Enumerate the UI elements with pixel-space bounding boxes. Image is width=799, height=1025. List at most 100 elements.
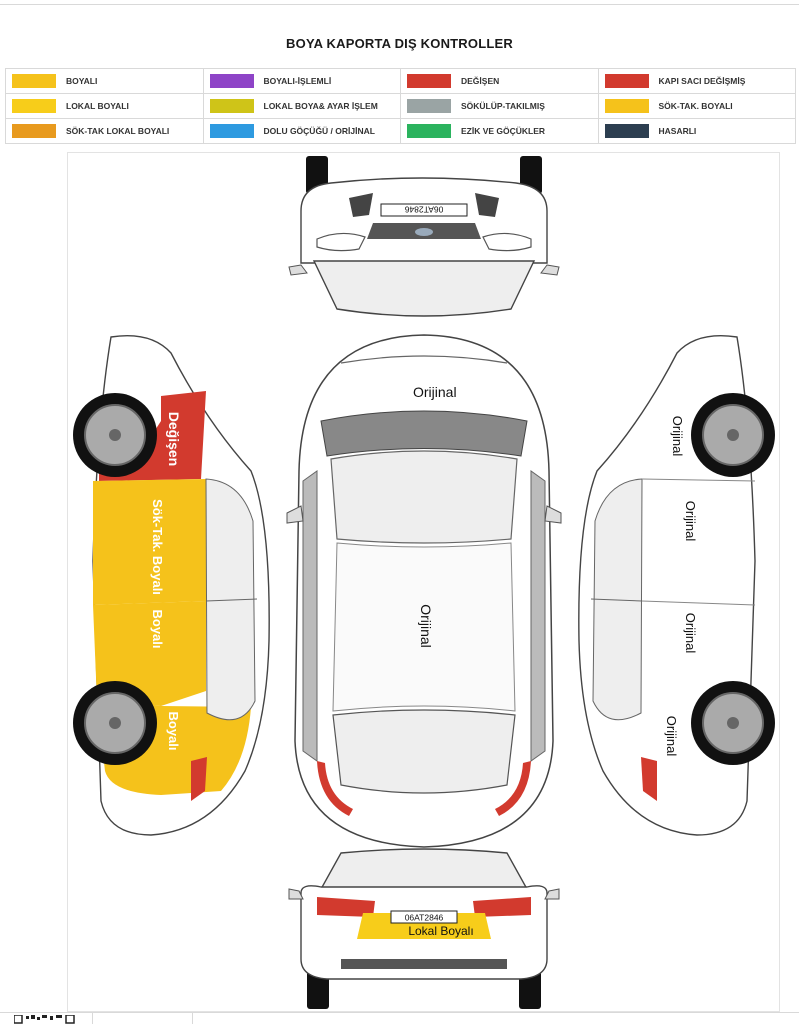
right-rear-hub [727,717,739,729]
legend-item: EZİK VE GÖÇÜKLER [400,118,599,144]
left-rear-door-panel [93,601,206,706]
legend-item: LOKAL BOYALI [5,93,204,119]
left-rear-fender-annotation: Boyalı [166,711,181,750]
right-front-fender-annotation: Orijinal [670,416,685,457]
right-taillight-top [495,761,531,816]
legend-item: DEĞİŞEN [400,68,599,94]
legend-swatch [604,124,649,138]
rear-left-tire [307,971,329,1009]
legend-label: DOLU GÖÇÜĞÜ / ORİJİNAL [263,126,375,136]
legend-swatch [407,99,451,113]
legend-swatch [407,74,451,88]
footer-cell [192,1013,613,1024]
left-front-fender-annotation: Değişen [166,412,182,466]
legend-label: KAPI SACI DEĞİŞMİŞ [658,76,746,86]
left-rear-door-annotation: Boyalı [150,609,165,648]
legend-swatch [12,124,56,138]
top-divider [0,0,799,5]
legend-label: LOKAL BOYALI [66,101,129,111]
left-side-windows-top [302,470,318,762]
legend-swatch [209,124,254,138]
roof-front-panel [330,450,518,544]
legend-label: SÖKÜLÜP-TAKILMIŞ [461,101,545,111]
legend-label: BOYALI [66,76,98,86]
roof-annotation: Orijinal [418,604,434,648]
car-right-side-view: Orijinal Orijinal Orijinal Orijinal [578,335,775,836]
brand-logo-icon [415,228,433,236]
legend-swatch [209,74,254,88]
legend-item: SÖKÜLÜP-TAKILMIŞ [400,93,599,119]
page-title: BOYA KAPORTA DIŞ KONTROLLER [286,36,513,51]
front-left-headlight [316,232,366,252]
front-left-vent [349,193,373,217]
windshield-top [320,410,528,457]
front-right-headlight [482,232,532,252]
right-rear-door-annotation: Orijinal [683,613,698,654]
roof-panel [332,542,516,712]
car-left-side-view: Değişen Sök-Tak. Boyalı Boyalı Boyalı [73,335,270,836]
legend-item: SÖK-TAK LOKAL BOYALI [5,118,204,144]
legend-swatch [12,74,56,88]
left-windows [205,478,256,721]
rear-plate-text: 06AT2846 [405,913,444,923]
front-plate-text: 06AT2846 [404,205,443,215]
right-front-hub [727,429,739,441]
right-windows [592,478,643,721]
rear-license-plate [390,910,458,924]
legend-label: DEĞİŞEN [461,76,500,86]
car-rear-view: 06AT2846 Lokal Boyalı [288,848,560,1009]
top-left-mirror [286,505,304,524]
front-right-mirror [540,264,560,276]
right-door-seam-front [641,478,756,482]
rear-diffuser [341,959,507,969]
right-side-windows-top [530,470,546,762]
right-door-seam-mid [641,600,756,606]
rear-window-top [332,709,516,794]
legend-swatch [209,99,254,113]
car-damage-diagram: 06AT2846 Orijinal Orijinal D [67,152,780,1012]
color-legend: BOYALI BOYALI-İŞLEMLİ DEĞİŞEN KAPI SACI … [5,68,796,144]
rear-window [319,848,529,890]
footer-divider [0,1012,799,1025]
front-left-mirror [288,264,308,276]
rear-right-mirror [544,888,560,900]
right-rear-fender-annotation: Orijinal [664,716,679,757]
legend-label: HASARLI [658,126,697,136]
legend-item: BOYALI-İŞLEMLİ [202,68,401,94]
legend-swatch [407,124,451,138]
right-front-door-annotation: Orijinal [683,501,698,542]
legend-label: SÖK-TAK. BOYALI [658,101,733,111]
rear-right-taillight [473,897,531,917]
legend-label: EZİK VE GÖÇÜKLER [461,126,546,136]
rear-left-taillight [317,897,375,917]
top-right-mirror [544,505,562,524]
legend-item: SÖK-TAK. BOYALI [597,93,796,119]
legend-label: BOYALI-İŞLEMLİ [263,76,332,86]
right-pillar-line [590,598,643,602]
qr-code-icon [14,1015,75,1024]
rear-right-tire [519,971,541,1009]
car-front-view: 06AT2846 [288,156,560,317]
legend-item: DOLU GÖÇÜĞÜ / ORİJİNAL [202,118,401,144]
legend-swatch [604,99,649,113]
hood-line [340,355,508,364]
left-taillight-side [191,757,207,801]
car-top-view: Orijinal Orijinal [286,334,562,848]
footer-cell [92,1013,193,1024]
right-taillight-side [641,757,657,801]
rear-bumper-annotation: Lokal Boyalı [408,924,473,938]
left-front-hub [109,429,121,441]
legend-item: KAPI SACI DEĞİŞMİŞ [597,68,796,94]
front-right-vent [475,193,499,217]
legend-item: LOKAL BOYA& AYAR İŞLEM [202,93,401,119]
windshield-front [312,260,536,317]
rear-left-mirror [288,888,304,900]
left-pillar-line [205,598,258,602]
legend-swatch [604,74,649,88]
legend-item: HASARLI [597,118,796,144]
hood-annotation: Orijinal [413,384,457,400]
legend-swatch [12,99,56,113]
front-license-plate [380,203,468,217]
left-front-door-panel [93,479,206,605]
legend-item: BOYALI [5,68,204,94]
